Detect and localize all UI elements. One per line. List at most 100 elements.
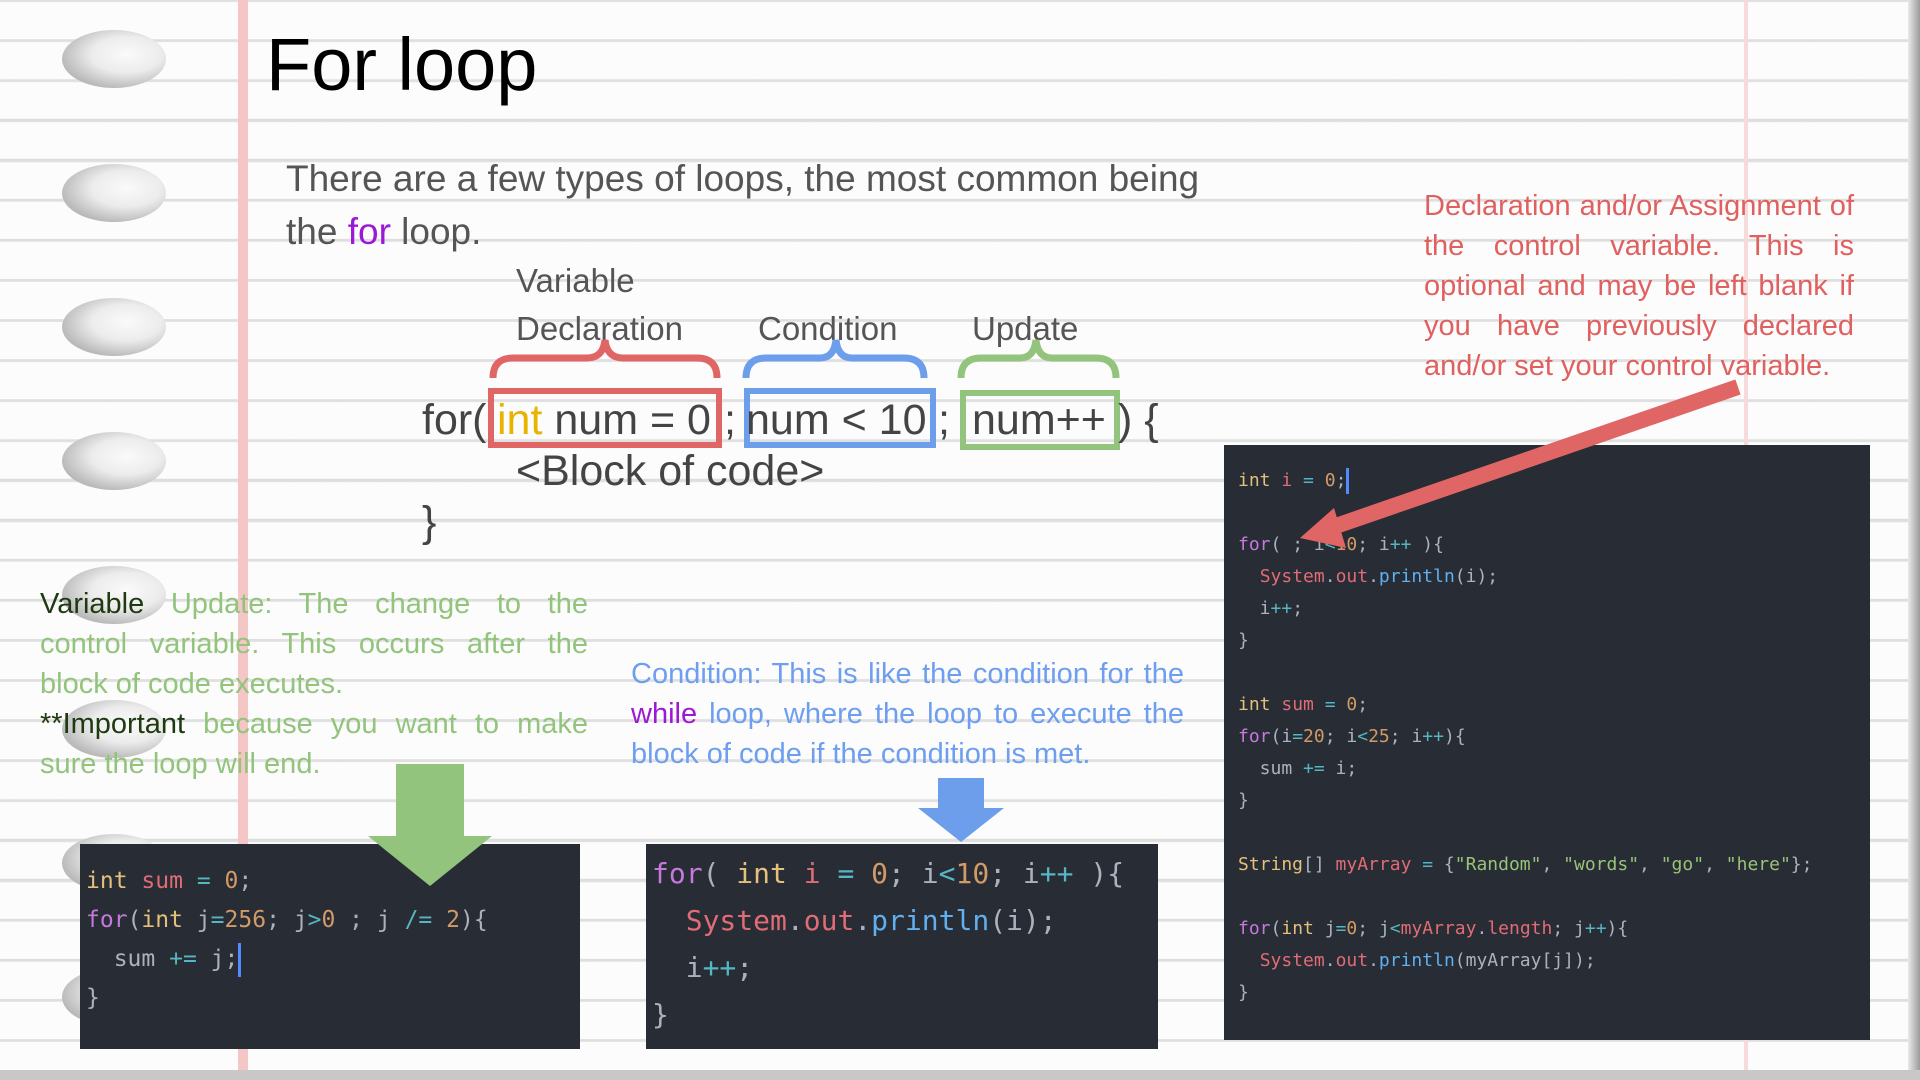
code-token: "here" [1725,854,1791,875]
code-line: for(int j=0; j<myArray.length; j++){ [1238,913,1870,945]
code-token: ++ [1584,918,1607,939]
code-token: ; i [1324,726,1358,747]
code-line: int sum = 0; [86,862,580,901]
code-line: System.out.println(i); [1238,561,1870,593]
code-line: for( int i = 0; i<10; i++ ){ [652,850,1158,897]
code-token: (i [1270,726,1293,747]
code-token: } [652,998,669,1031]
code-line: String[] myArray = {"Random", "words", "… [1238,849,1870,881]
code-token: . [1368,950,1379,971]
code-token: = [210,907,225,933]
code-token [1411,854,1422,875]
code-token: 0 [321,907,336,933]
code-token: sum [1281,694,1314,715]
code-token [1238,566,1260,587]
intro-for-keyword: for [347,211,391,252]
code-token: ; j [1552,918,1585,939]
code-token: (i); [1454,566,1499,587]
code-token: , [1704,854,1726,875]
binder-hole [62,30,166,88]
code-line: } [1238,625,1870,657]
label-declaration: Declaration [516,310,683,347]
code-line: for(i=20; i<25; i++){ [1238,721,1870,753]
code-token: for [1238,726,1271,747]
code-token: myArray [1400,918,1477,939]
code-token: 256 [224,907,267,933]
code-token: i [1238,598,1271,619]
code-token: 25 [1368,726,1390,747]
code-token [1314,470,1325,491]
code-token: = [196,868,211,894]
code-token: ++ [1389,534,1412,555]
code-token: ; i [1357,534,1390,555]
code-token: 0 [1346,918,1358,939]
condition-note: Condition: This is like the condition fo… [631,654,1184,774]
code-token: ){ [1411,534,1444,555]
condition-note-start: Condition: This is like the condition fo… [631,658,1184,690]
code-token [128,868,142,894]
update-note: Variable Update: The change to the contr… [40,584,588,784]
code-line: for( ; i<10; i++ ){ [1238,529,1870,561]
code-token: int [1238,694,1271,715]
code-token: for [1238,918,1271,939]
intro-text-end: loop. [390,211,482,252]
code-token: System [1259,950,1325,971]
code-token: int [141,907,183,933]
code-token: i [1281,470,1293,491]
code-line: System.out.println(i); [652,897,1158,944]
while-keyword: while [631,698,698,730]
code-token [1336,694,1347,715]
code-token: out [1335,566,1369,587]
code-token: . [1476,918,1488,939]
code-token: . [1324,566,1336,587]
code-token: 0 [1346,694,1358,715]
code-line [1238,497,1870,529]
code-token: += [169,946,197,972]
code-token: System [1259,566,1325,587]
code-token: < [1324,534,1336,555]
code-token: /= [404,907,433,933]
code-token: i; [1324,758,1358,779]
code-line: } [86,979,580,1018]
code-token: j [182,907,211,933]
code-token [787,857,804,890]
code-line: for(int j=256; j>0 ; j /= 2){ [86,901,580,940]
code-token: = [1335,918,1347,939]
code-token: i [652,951,703,984]
update-note-important: **Important [40,708,186,740]
declaration-box [488,388,722,448]
update-note-variable: Variable [40,588,145,620]
code-token: sum [1238,758,1304,779]
code-token: ++ [702,951,737,984]
binder-hole [62,700,166,758]
paper-edge-bottom [0,1070,1920,1080]
code-token: System [685,904,787,937]
code-line: } [1238,977,1870,1009]
code-token: . [1324,950,1336,971]
code-token: ( [127,907,142,933]
code-token: int [86,868,128,894]
text-cursor [238,942,242,977]
declaration-rest: num = 0 [542,396,711,444]
binder-hole [62,164,166,222]
update-box [960,390,1120,450]
code-token: ; i [989,857,1040,890]
code-token: 10 [955,857,990,890]
code-token: , [1639,854,1661,875]
code-token: [] [1303,854,1336,875]
code-token: } [1238,630,1249,651]
code-token [1314,694,1325,715]
code-token: for [86,907,128,933]
code-token: } [1238,982,1249,1003]
code-token: i [803,857,821,890]
condition-box [744,388,936,448]
code-panel-condition-example: for( int i = 0; i<10; i++ ){ System.out.… [646,844,1158,1049]
code-token: String [1238,854,1304,875]
code-line: } [1238,785,1870,817]
code-token [432,907,446,933]
code-token: . [786,904,804,937]
update-code: num++ [972,396,1106,444]
page-title: For loop [266,23,538,106]
closing-brace: } [422,498,437,546]
code-token [1238,950,1260,971]
